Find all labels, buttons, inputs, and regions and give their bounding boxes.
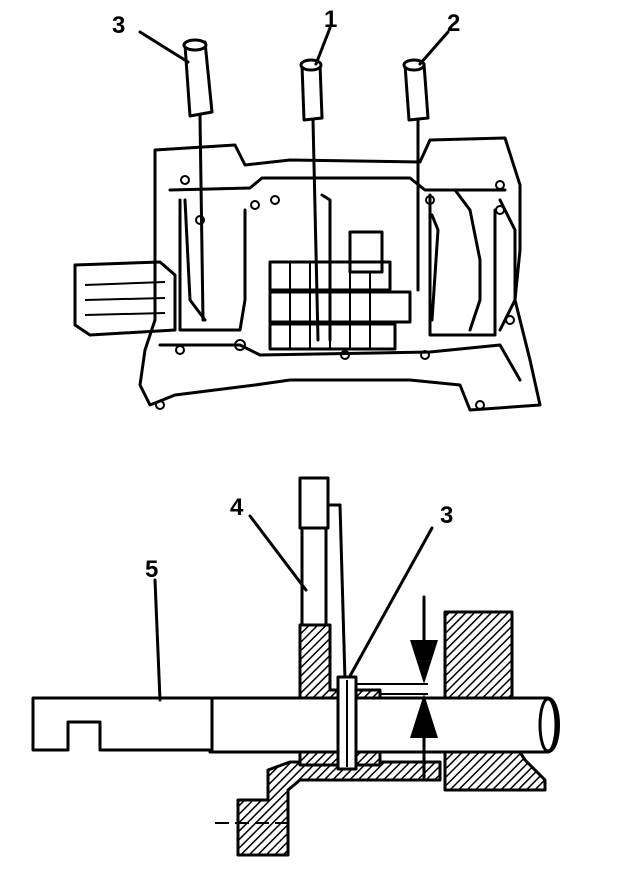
shift-rod-2 xyxy=(402,58,440,322)
leader-rod-3 xyxy=(138,30,190,64)
gear-cluster-boss xyxy=(348,230,384,274)
callout-rod-1: 1 xyxy=(324,6,337,33)
gear-cluster-lower xyxy=(268,322,397,351)
shift-rail xyxy=(208,696,560,754)
gear-cluster-middle xyxy=(268,290,412,324)
housing-right-boss xyxy=(498,198,517,332)
housing-left-shaft-detail xyxy=(84,281,166,316)
leader-rod-2 xyxy=(418,30,450,66)
tool-4 xyxy=(298,476,347,682)
housing-inner-wall-left xyxy=(178,198,247,332)
shift-fork-section xyxy=(236,760,442,857)
leader-rod-1 xyxy=(314,26,332,66)
callout-rod-3: 3 xyxy=(112,12,125,39)
housing-inner-top-rib xyxy=(168,176,507,192)
housing-base-flange xyxy=(158,343,522,382)
shift-rod-1 xyxy=(299,58,332,342)
housing-left-shaft xyxy=(73,260,177,337)
bolt-holes xyxy=(155,175,515,410)
housing-right-end xyxy=(453,188,482,332)
callout-rod-2: 2 xyxy=(447,10,460,37)
arrow-up-head xyxy=(410,694,438,738)
callout-rail: 5 xyxy=(145,556,158,583)
section-view xyxy=(31,476,560,857)
shift-rail-end xyxy=(538,697,558,753)
housing-outline xyxy=(138,136,542,412)
leader-tool xyxy=(248,514,308,592)
rail-component-5 xyxy=(31,696,214,752)
leader-rail xyxy=(153,578,162,702)
callout-tool: 4 xyxy=(230,494,244,521)
callout-pin: 3 xyxy=(440,502,453,529)
housing-inner-wall-right xyxy=(428,193,497,337)
arrow-down-head xyxy=(410,640,438,684)
shift-rod-3 xyxy=(182,38,214,322)
transmission-case-top-view xyxy=(73,26,542,412)
leader-pin xyxy=(348,526,434,678)
